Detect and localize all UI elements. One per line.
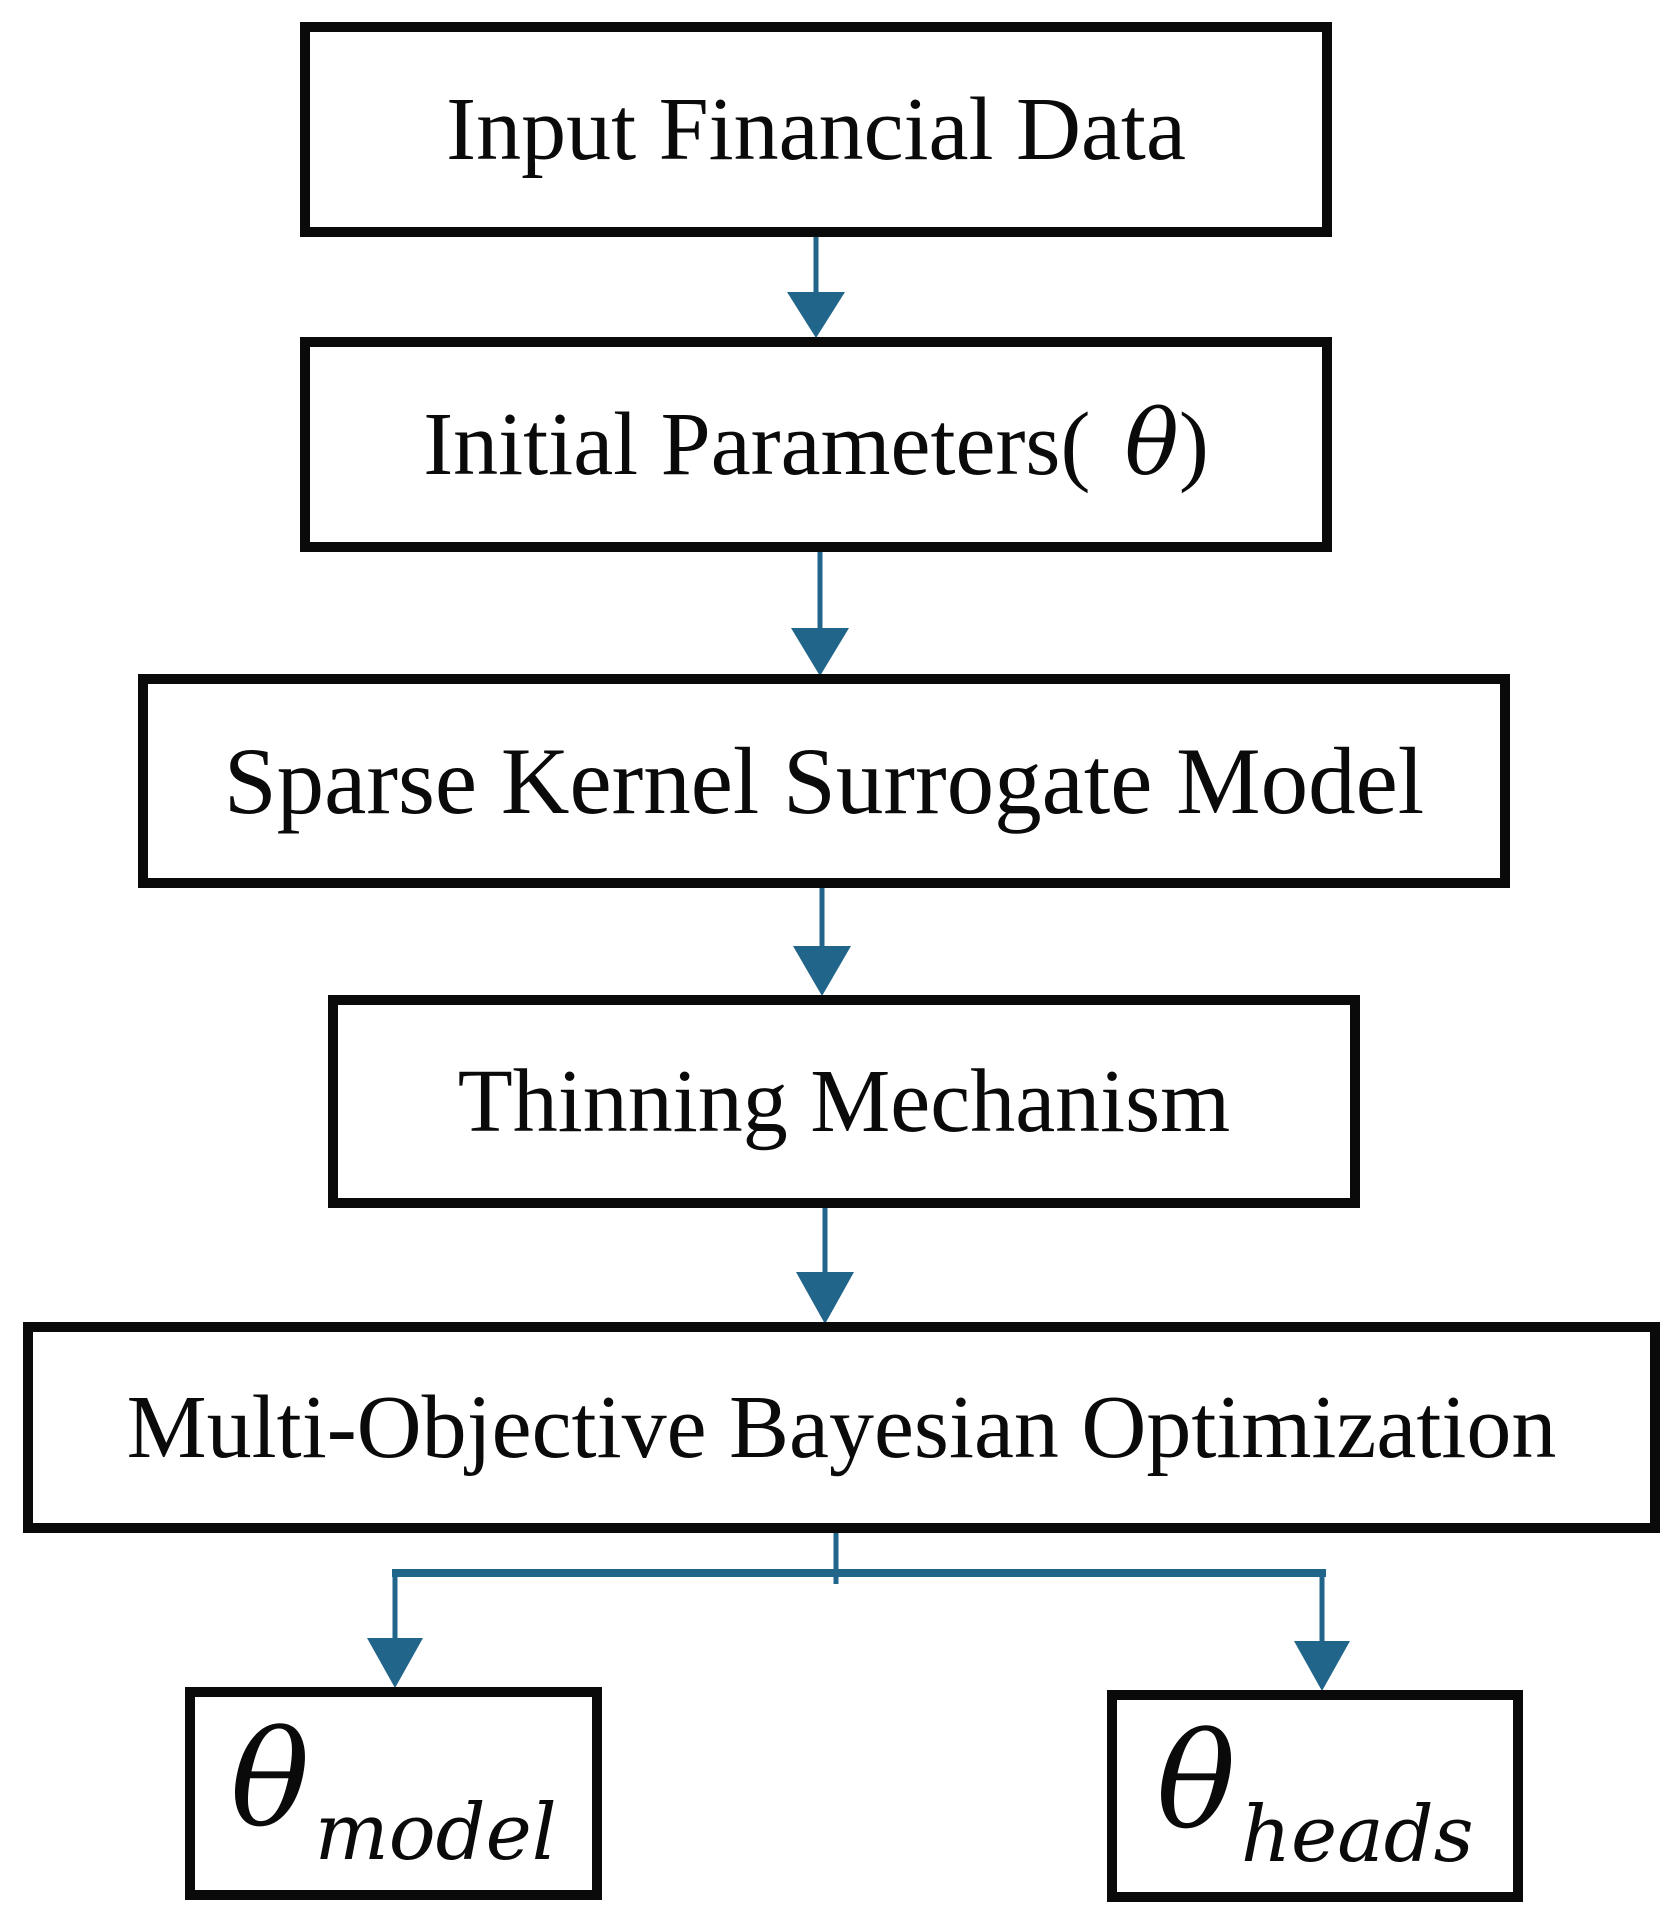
edge-thinning-to-mobo (796, 1206, 854, 1324)
node-multi-objective-bayesian-optimization: Multi-Objective Bayesian Optimization (23, 1322, 1660, 1533)
theta-symbol: θ (1124, 391, 1179, 496)
edge-mobo-branch (367, 1531, 1350, 1691)
arrowhead-down-icon (1294, 1641, 1350, 1691)
node-initial-parameters: Initial Parameters( θ) (300, 337, 1332, 552)
node-label: θmodel (230, 1714, 556, 1872)
theta-symbol: θ (230, 1702, 310, 1857)
edge-surrogate-to-thinning (793, 886, 851, 996)
node-label: Thinning Mechanism (457, 1051, 1231, 1151)
node-label: Multi-Objective Bayesian Optimization (126, 1377, 1557, 1477)
arrowhead-down-icon (787, 292, 845, 338)
label-text: Initial Parameters( (423, 395, 1091, 494)
node-label: Initial Parameters(θ) (423, 399, 1209, 490)
theta-subscript: heads (1240, 1790, 1474, 1880)
node-theta-model: θmodel (185, 1687, 602, 1900)
arrowhead-down-icon (793, 946, 851, 996)
node-sparse-kernel-surrogate-model: Sparse Kernel Surrogate Model (138, 674, 1510, 888)
arrowhead-down-icon (796, 1272, 854, 1324)
arrowhead-down-icon (791, 628, 849, 676)
arrowhead-down-icon (367, 1638, 423, 1688)
node-theta-heads: θheads (1107, 1690, 1523, 1902)
node-label: θheads (1156, 1716, 1473, 1874)
label-text: ) (1178, 395, 1209, 494)
edge-input-to-params (787, 237, 845, 338)
node-input-financial-data: Input Financial Data (300, 22, 1332, 237)
node-label: Sparse Kernel Surrogate Model (223, 727, 1425, 834)
node-thinning-mechanism: Thinning Mechanism (328, 995, 1360, 1208)
theta-symbol: θ (1156, 1705, 1236, 1859)
theta-subscript: model (314, 1787, 557, 1878)
edge-params-to-surrogate (791, 550, 849, 676)
node-label: Input Financial Data (446, 79, 1186, 179)
